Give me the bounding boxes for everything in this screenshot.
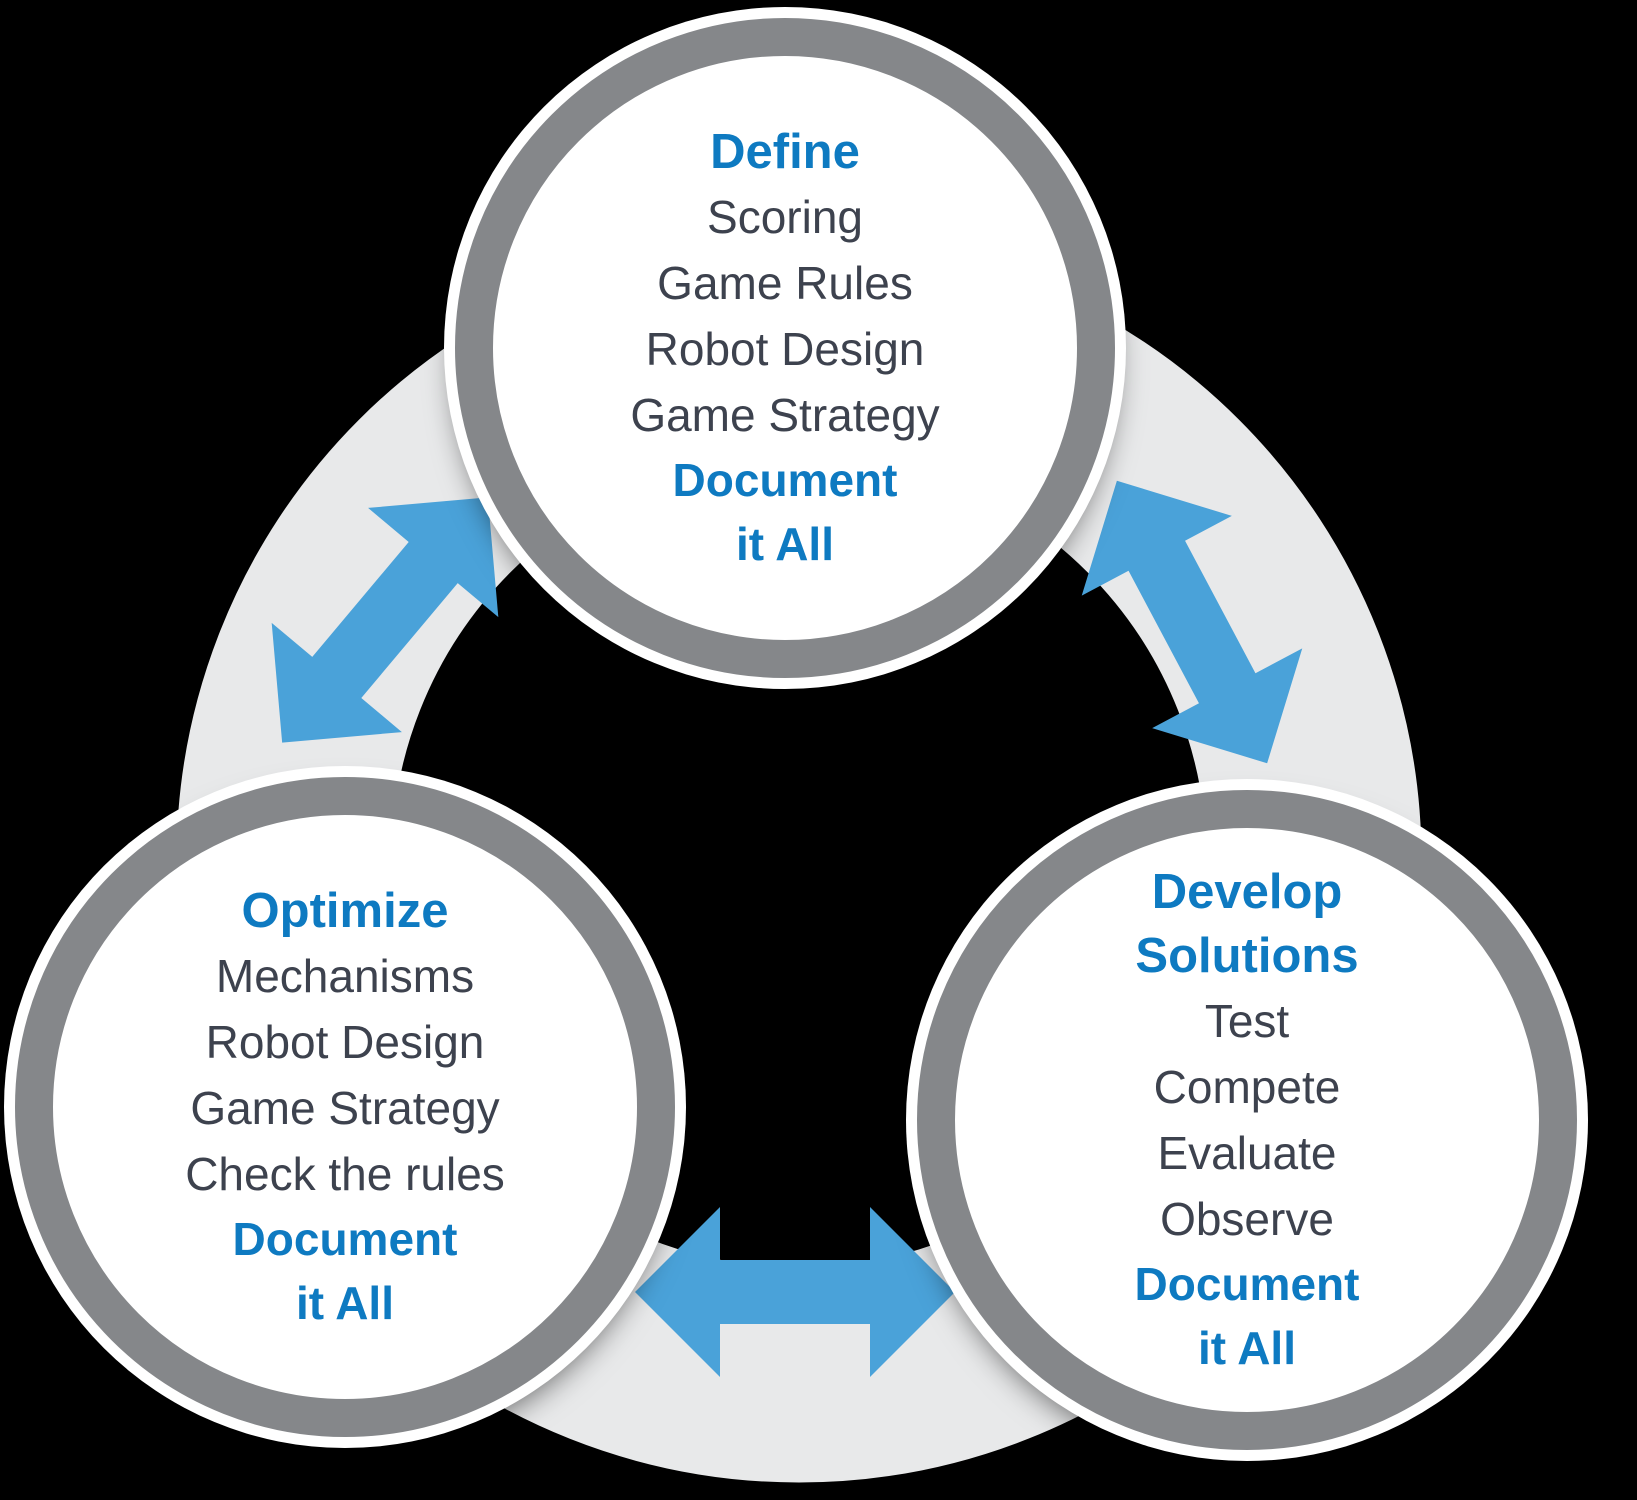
- circle-title: Define: [710, 125, 860, 179]
- circle-footer: Document: [232, 1213, 458, 1265]
- circle-footer: it All: [296, 1277, 394, 1329]
- circle-develop-solutions: Develop Solutions Test Compete Evaluate …: [917, 790, 1577, 1450]
- circle-define: Define Scoring Game Rules Robot Design G…: [455, 18, 1115, 678]
- circle-item: Scoring: [707, 191, 863, 243]
- circle-item: Game Rules: [657, 257, 913, 309]
- circle-item: Check the rules: [185, 1148, 505, 1200]
- circle-optimize-content: Optimize Mechanisms Robot Design Game St…: [53, 815, 637, 1399]
- circle-item: Compete: [1153, 1061, 1341, 1113]
- circle-title: Develop Solutions: [1135, 865, 1359, 983]
- circle-item: Game Strategy: [630, 389, 940, 441]
- circle-footer: Document: [672, 454, 898, 506]
- arrow-define-develop-icon: [1081, 480, 1303, 764]
- circle-item: Game Strategy: [190, 1082, 500, 1134]
- circle-item: Test: [1204, 995, 1290, 1047]
- circle-title: Optimize: [241, 884, 449, 938]
- circle-item: Observe: [1160, 1193, 1334, 1245]
- circle-item: Mechanisms: [215, 950, 475, 1002]
- circle-item: Robot Design: [645, 323, 925, 375]
- circle-item: Robot Design: [205, 1016, 485, 1068]
- arrow-optimize-develop-icon: [635, 1207, 955, 1377]
- circle-develop-solutions-content: Develop Solutions Test Compete Evaluate …: [955, 828, 1539, 1412]
- circle-define-content: Define Scoring Game Rules Robot Design G…: [493, 56, 1077, 640]
- circle-footer: Document: [1134, 1258, 1360, 1310]
- circle-footer: it All: [1198, 1322, 1296, 1374]
- circle-optimize: Optimize Mechanisms Robot Design Game St…: [15, 777, 675, 1437]
- arrow-define-optimize-icon: [271, 497, 499, 743]
- circle-footer: it All: [736, 518, 834, 570]
- circle-item: Evaluate: [1157, 1127, 1337, 1179]
